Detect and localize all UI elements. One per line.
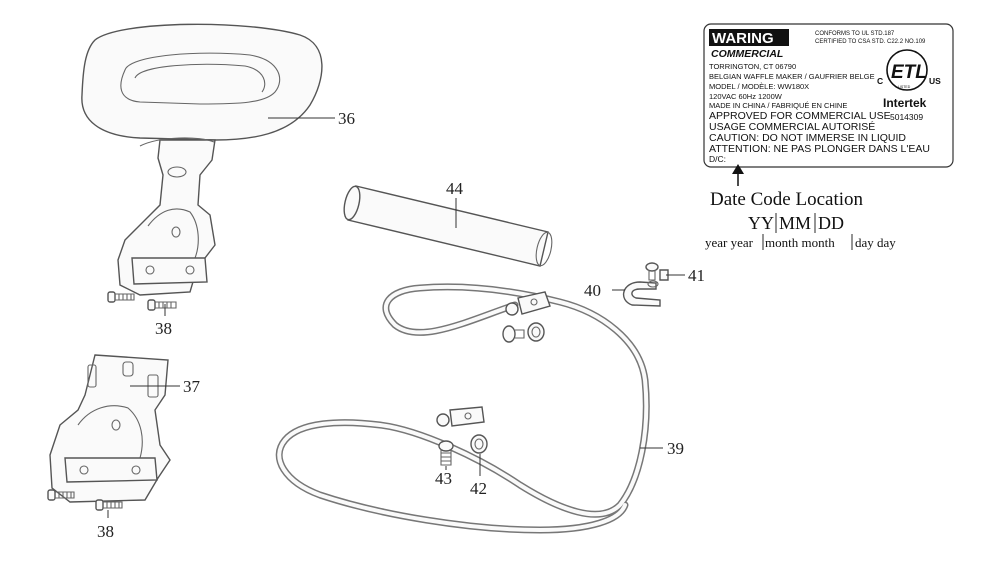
date-code-mm: MM	[779, 213, 811, 233]
waring-logo: WARING COMMERCIAL	[709, 29, 789, 60]
label-line-7: USAGE COMMERCIAL AUTORISÉ	[709, 120, 875, 133]
callout-36: 36	[338, 109, 355, 128]
label-line-1: TORRINGTON, CT 06790	[709, 62, 796, 71]
date-code-year: year year	[705, 235, 754, 250]
part-36-handle	[81, 23, 323, 296]
part-43-screw	[438, 440, 454, 466]
callout-39: 39	[667, 439, 684, 458]
part-42-washer	[470, 434, 488, 454]
rating-label-border	[703, 23, 954, 168]
part-38-screws-bottom	[47, 489, 123, 511]
label-line-8: CAUTION: DO NOT IMMERSE IN LIQUID	[709, 132, 906, 144]
etl-c-text: C	[877, 76, 883, 86]
part-37-plate	[49, 354, 171, 503]
part-39-ground-wire	[275, 283, 650, 534]
callout-44: 44	[446, 179, 464, 198]
label-line-6: APPROVED FOR COMMERCIAL USE	[709, 110, 891, 122]
label-line-9: ATTENTION: NE PAS PLONGER DANS L'EAU	[709, 143, 930, 155]
etl-listed-mark: ETL C US LISTED	[877, 49, 941, 91]
brand-sub-text: COMMERCIAL	[711, 48, 783, 60]
label-line-5: MADE IN CHINA / FABRIQUÉ EN CHINE	[709, 101, 847, 110]
callout-41: 41	[688, 266, 705, 285]
callout-42: 42	[470, 479, 487, 498]
part-38-screws-top	[107, 291, 177, 311]
part-40-clip	[622, 281, 661, 307]
callout-37: 37	[183, 377, 201, 396]
date-code-title: Date Code Location	[710, 189, 864, 210]
date-code-day: day day	[855, 235, 896, 250]
part-41-screw	[645, 262, 669, 288]
terminal-screw-top	[502, 322, 545, 343]
rating-label: WARING COMMERCIAL CONFORMS TO UL STD.187…	[703, 23, 954, 168]
label-line-4: 120VAC 60Hz 1200W	[709, 92, 783, 101]
etl-us-text: US	[929, 76, 941, 86]
label-line-2: BELGIAN WAFFLE MAKER / GAUFRIER BELGE	[709, 72, 875, 81]
etl-text: ETL	[891, 62, 927, 83]
label-line-3: MODEL / MODÈLE: WW180X	[709, 82, 809, 91]
label-line-10: D/C:	[709, 154, 726, 164]
conforms-line-2: CERTIFIED TO CSA STD. C22.2 NO.109	[815, 39, 926, 45]
intertek-number: 5014309	[890, 112, 923, 122]
etl-listed-text: LISTED	[898, 85, 911, 89]
date-code-legend: Date Code Location YY MM DD year year mo…	[705, 189, 896, 250]
brand-text: WARING	[712, 30, 774, 47]
callout-38-top: 38	[155, 319, 172, 338]
conforms-line-1: CONFORMS TO UL STD.187	[815, 31, 895, 37]
date-code-arrow	[732, 164, 744, 186]
date-code-month: month month	[765, 235, 835, 250]
intertek-text: Intertek	[883, 96, 927, 110]
part-44-rod	[343, 185, 553, 267]
callout-38-bottom: 38	[97, 522, 114, 541]
date-code-yy: YY	[748, 213, 774, 233]
leader-lines	[107, 117, 685, 518]
callout-43: 43	[435, 469, 452, 488]
callout-40: 40	[584, 281, 601, 300]
date-code-dd: DD	[818, 213, 844, 233]
